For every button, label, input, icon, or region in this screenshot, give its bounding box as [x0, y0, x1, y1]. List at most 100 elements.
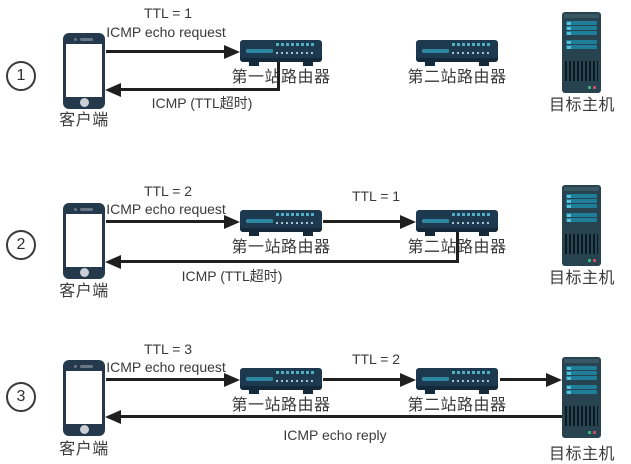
router-status-dots [452, 380, 490, 382]
router-status-dots [276, 222, 314, 224]
step-number: 1 [16, 67, 26, 84]
reply-arrow-drop-line [277, 62, 280, 91]
phone-home-button [80, 268, 89, 277]
step-number-badge: 1 [6, 61, 36, 91]
router-foot [425, 390, 435, 394]
to-target-arrow-line [500, 378, 546, 381]
router-foot [249, 390, 259, 394]
phone-camera-dot [74, 208, 77, 211]
hop1-router-icon [240, 40, 322, 66]
router-foot [303, 62, 313, 66]
phone-home-button [80, 98, 89, 107]
request-arrow-line [106, 378, 224, 381]
request-message-label: ICMP echo request [106, 24, 226, 40]
hop2-router-label: 第二站路由器 [407, 397, 507, 414]
reply-arrow-line [121, 260, 459, 263]
router-port-leds [452, 213, 490, 216]
request-arrow-line [106, 220, 224, 223]
hop-arrowhead [400, 373, 416, 387]
router-vent-bar [246, 377, 273, 381]
router-foot [479, 390, 489, 394]
server-vent-grill [565, 406, 598, 426]
router-port-leds [276, 43, 314, 46]
request-message-label: ICMP echo request [106, 359, 226, 375]
request-arrowhead [224, 215, 240, 229]
server-vent-grill [565, 61, 598, 81]
router-foot [303, 232, 313, 236]
target-host-label: 目标主机 [548, 270, 615, 287]
phone-speaker-slot [80, 365, 93, 368]
ttl-value-label: TTL = 3 [143, 341, 193, 357]
server-top-strip [564, 187, 599, 191]
server-drive-bay [566, 390, 597, 394]
server-drive-bay [566, 218, 597, 222]
server-drive-bay [566, 194, 597, 198]
hop2-router-icon [416, 210, 498, 236]
router-status-dots [276, 380, 314, 382]
request-arrowhead [224, 45, 240, 59]
router-foot [425, 232, 435, 236]
phone-screen [66, 44, 102, 97]
hop-arrow-line [323, 378, 401, 381]
target-server-icon [562, 12, 601, 93]
server-drive-bay [566, 204, 597, 208]
request-message-label: ICMP echo request [106, 201, 226, 217]
hop-ttl-label: TTL = 1 [351, 188, 401, 204]
to-target-arrowhead [546, 373, 562, 387]
server-vent-grill [565, 234, 598, 254]
client-phone-icon [63, 203, 105, 279]
router-status-dots [452, 52, 490, 54]
reply-arrowhead [105, 255, 121, 269]
server-drive-bay [566, 371, 597, 375]
client-phone-icon [63, 360, 105, 436]
hop-arrowhead [400, 215, 416, 229]
router-vent-bar [246, 219, 273, 223]
step-number-badge: 2 [6, 230, 36, 260]
target-server-icon [562, 185, 601, 266]
step-number: 2 [16, 236, 26, 253]
router-foot [479, 62, 489, 66]
request-arrow-line [106, 50, 224, 53]
hop1-router-label: 第一站路由器 [231, 239, 331, 256]
reply-arrow-line [121, 88, 280, 91]
server-drive-bay [566, 376, 597, 380]
ttl-value-label: TTL = 1 [143, 5, 193, 21]
request-arrowhead [224, 373, 240, 387]
reply-message-label: ICMP (TTL超时) [181, 268, 283, 284]
router-port-leds [452, 43, 490, 46]
server-top-strip [564, 359, 599, 363]
server-drive-bay [566, 21, 597, 25]
client-label: 客户端 [59, 441, 109, 458]
reply-arrow-line [121, 415, 562, 418]
router-vent-bar [246, 49, 273, 53]
server-drive-bay [566, 40, 597, 44]
reply-arrowhead [105, 410, 121, 424]
hop2-router-icon [416, 368, 498, 394]
hop-arrow-line [323, 220, 401, 223]
server-drive-bay [566, 26, 597, 30]
hop1-router-label: 第一站路由器 [231, 397, 331, 414]
router-port-leds [452, 371, 490, 374]
router-port-leds [276, 371, 314, 374]
server-led-green [588, 259, 591, 262]
router-foot [303, 390, 313, 394]
hop-ttl-label: TTL = 2 [351, 351, 401, 367]
phone-screen [66, 214, 102, 267]
server-drive-bay [566, 31, 597, 35]
client-label: 客户端 [59, 112, 109, 129]
client-phone-icon [63, 33, 105, 109]
reply-message-label: ICMP (TTL超时) [151, 95, 253, 111]
hop2-router-label: 第二站路由器 [407, 69, 507, 86]
hop1-router-icon [240, 210, 322, 236]
router-foot [425, 62, 435, 66]
phone-home-button [80, 425, 89, 434]
router-status-dots [276, 52, 314, 54]
reply-arrow-drop-line [456, 232, 459, 263]
server-drive-bay [566, 385, 597, 389]
phone-speaker-slot [80, 208, 93, 211]
target-host-label: 目标主机 [548, 97, 615, 114]
server-led-red [593, 86, 596, 89]
target-host-label: 目标主机 [548, 446, 615, 463]
step-number-badge: 3 [6, 382, 36, 412]
